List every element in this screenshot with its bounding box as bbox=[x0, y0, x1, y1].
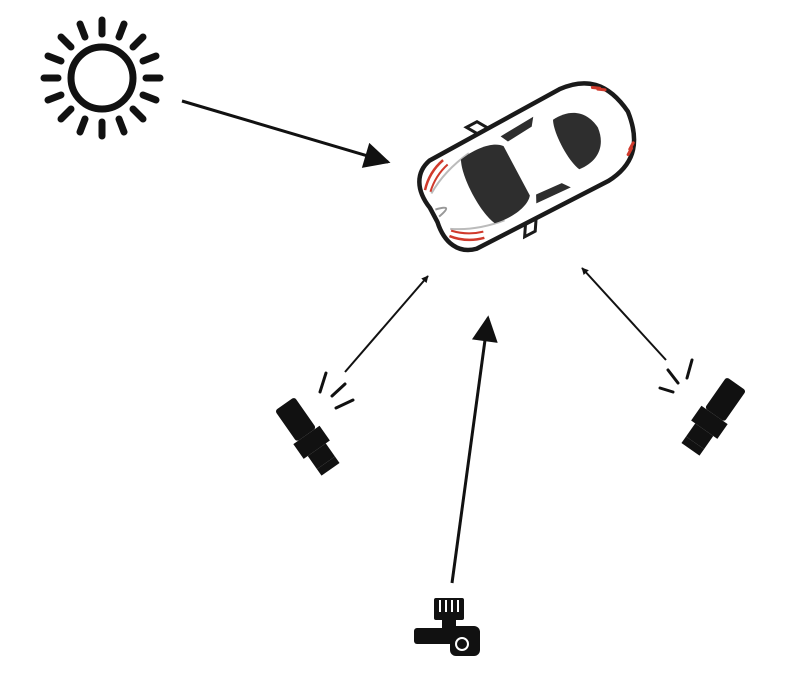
car-icon bbox=[417, 81, 637, 253]
right-flashlight-arrow bbox=[581, 267, 667, 361]
camera-icon bbox=[414, 598, 480, 656]
left-flashlight-arrow bbox=[344, 275, 429, 373]
flashlight-icon bbox=[275, 398, 340, 476]
flashlight-icon bbox=[681, 378, 746, 456]
camera-view-arrow bbox=[450, 315, 498, 584]
flashlight-beam-rays bbox=[318, 371, 355, 410]
sun-icon bbox=[40, 16, 164, 140]
flashlight-beam-rays bbox=[658, 358, 694, 394]
sun-light-arrow bbox=[181, 99, 391, 168]
